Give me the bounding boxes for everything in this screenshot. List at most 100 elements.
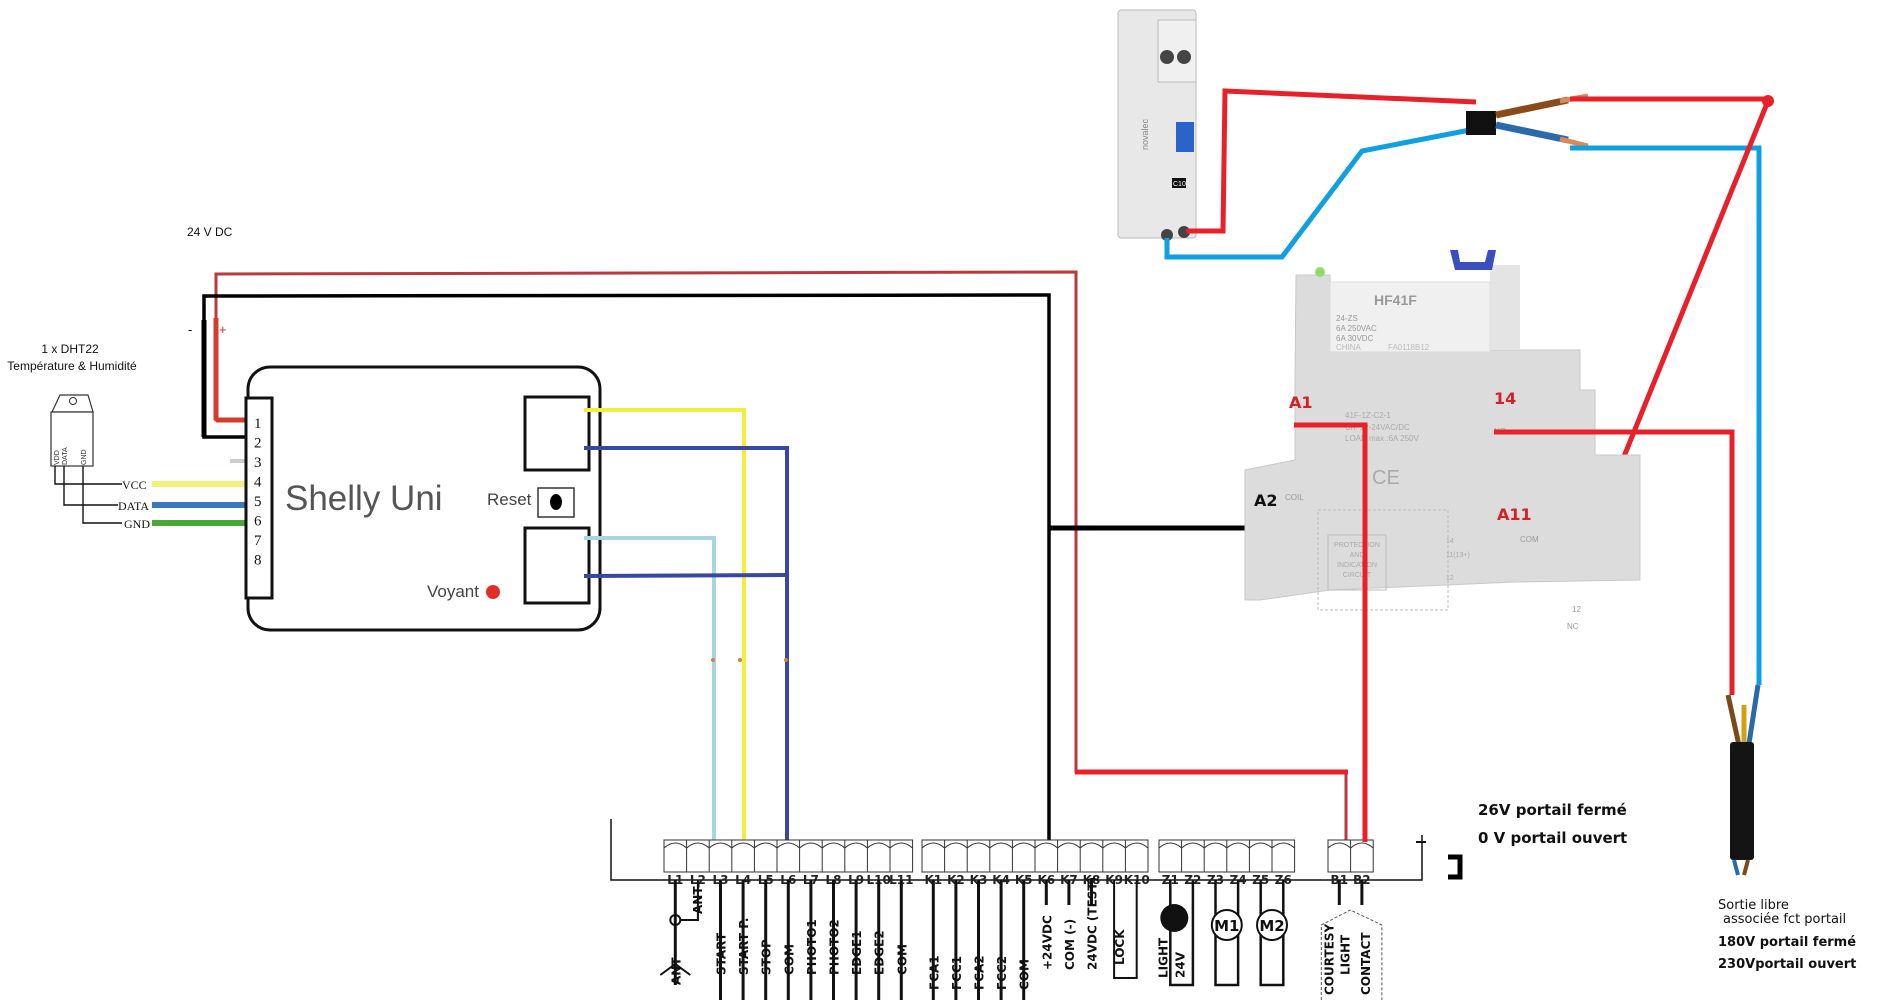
terminal-screw-L4[interactable] [731, 842, 755, 849]
light-loop [1169, 880, 1195, 987]
wire-marker [711, 658, 715, 662]
power-minus-label: - [188, 322, 192, 337]
sensor-subtitle: Température & Humidité [7, 359, 137, 373]
cable-blue-core [1745, 684, 1761, 751]
terminal-screw-L6[interactable] [776, 842, 800, 849]
terminal-screw-L10[interactable] [867, 842, 891, 849]
shelly-pin-3: 3 [254, 455, 262, 471]
terminal-a2-label: A2 [1254, 491, 1278, 510]
terminal-screw-K2[interactable] [944, 842, 968, 849]
relay-schematic [1317, 509, 1449, 611]
shelly-pin-7: 7 [254, 533, 262, 549]
shelly-pin-header [244, 396, 274, 600]
terminal-screw-B2[interactable] [1350, 842, 1374, 849]
function-label-L6: COM [782, 944, 796, 975]
cable-brown-tail [1742, 859, 1750, 876]
wire-out1-yellow [584, 408, 746, 842]
shelly-pin-8: 8 [254, 553, 262, 569]
reset-button-dot-icon [550, 494, 562, 510]
b-output-note-open: 0 V portail ouvert [1478, 829, 1628, 847]
sensor-body [50, 411, 94, 467]
cable-blue-tail [1732, 859, 1740, 876]
terminal-14-label: 14 [1494, 389, 1516, 408]
terminal-screw-K7[interactable] [1057, 842, 1081, 849]
ant-minus-line [680, 880, 699, 921]
cable-sheath [1730, 742, 1754, 860]
breaker-brand: novalec [1140, 118, 1150, 150]
terminal-screw-L2[interactable] [686, 842, 710, 849]
terminal-screw-K3[interactable] [966, 842, 991, 849]
function-label-L4: START P. [737, 918, 751, 975]
sensor-pin-gnd: GND [81, 449, 88, 465]
motor-label-M2: M2 [1259, 917, 1284, 935]
bracket-icon [1448, 854, 1463, 880]
terminal-screw-Z4[interactable] [1226, 842, 1250, 849]
breaker-toggle[interactable] [1176, 122, 1194, 152]
function-label-L5: STOP [760, 939, 774, 975]
motor-M2-icon [1256, 909, 1288, 941]
terminal-screw-L1[interactable] [663, 842, 687, 849]
relay-coil-label: COIL [1285, 493, 1304, 502]
sensor-lead-vcc [54, 466, 122, 485]
wire-neutral-to-cable [1570, 145, 1762, 685]
function-label-K6: +24VDC [1040, 915, 1054, 970]
warning-light-icon [1160, 904, 1189, 932]
shelly-pin-2: 2 [254, 436, 262, 452]
function-label-courtesy: COURTESY [1322, 924, 1336, 995]
wire-label-vcc: VCC [122, 478, 147, 492]
shelly-pin-5: 5 [254, 494, 262, 510]
wire-14-to-cable [1494, 429, 1735, 695]
terminal-screw-Z6[interactable] [1271, 842, 1295, 849]
sensor-lead-gnd [82, 466, 122, 524]
cable-blue-core [1495, 121, 1569, 144]
terminal-screw-B1[interactable] [1327, 842, 1351, 849]
cable-note-2: associée fct portail [1723, 912, 1847, 927]
lock-loop [1113, 880, 1138, 979]
wire-mains-neutral-in [1164, 127, 1471, 260]
relay-nc-label: NC [1567, 622, 1579, 631]
shelly-name: Shelly Uni [285, 479, 443, 518]
terminal-screw-K4[interactable] [989, 842, 1013, 849]
terminal-screw-L8[interactable] [821, 842, 846, 849]
terminal-screw-Z1[interactable] [1158, 842, 1182, 849]
cable-note-4: 230Vportail ouvert [1718, 957, 1857, 972]
function-label-24v: 24V [1173, 951, 1187, 978]
terminal-screw-L7[interactable] [799, 842, 823, 849]
function-label-light-b: LIGHT [1338, 934, 1352, 975]
terminal-screw-K8[interactable] [1079, 842, 1104, 849]
terminal-screw-L11[interactable] [889, 842, 913, 849]
relay-clip [1450, 250, 1496, 270]
function-label-lock: LOCK [1113, 929, 1127, 965]
terminal-screw-K1[interactable] [921, 842, 945, 849]
function-label-L11: COM [895, 944, 909, 975]
terminal-screw-L5[interactable] [754, 842, 778, 849]
terminal-screw-Z3[interactable] [1203, 842, 1228, 849]
terminal-screw-K10[interactable] [1125, 842, 1149, 849]
terminal-screw-L3[interactable] [708, 842, 733, 849]
function-label-L7: PHOTO1 [805, 919, 819, 975]
relay-cover [1329, 281, 1491, 353]
wire-mains-phase-in [1186, 88, 1477, 234]
terminal-screw-Z2[interactable] [1181, 842, 1205, 849]
terminal-screw-L9[interactable] [844, 842, 868, 849]
relay-circuit-box [1327, 534, 1387, 591]
function-label-K3: FCA2 [973, 955, 987, 990]
terminal-screw-K6[interactable] [1034, 842, 1058, 849]
sensor-pin-vdd: VDD [54, 450, 61, 465]
function-label-K7: COM (-) [1063, 919, 1077, 970]
terminal-screw-K5[interactable] [1012, 842, 1036, 849]
terminal-screw-K9[interactable] [1102, 842, 1126, 849]
cable-copper [1559, 136, 1589, 149]
control-board: L1L2L3L4L5L6L7L8L9L10L11K1K2K3K4K5K6K7K8… [610, 819, 1463, 1000]
sensor-title: 1 x DHT22 [41, 342, 99, 356]
breaker-rating: C10 [1173, 181, 1186, 188]
terminal-screw-Z5[interactable] [1249, 842, 1273, 849]
sensor-pin-data: DATA [62, 447, 69, 465]
terminal-a11-label: A11 [1497, 505, 1532, 524]
function-label-L9: EDGE1 [850, 930, 864, 975]
wire-24v-negative [202, 293, 1051, 842]
